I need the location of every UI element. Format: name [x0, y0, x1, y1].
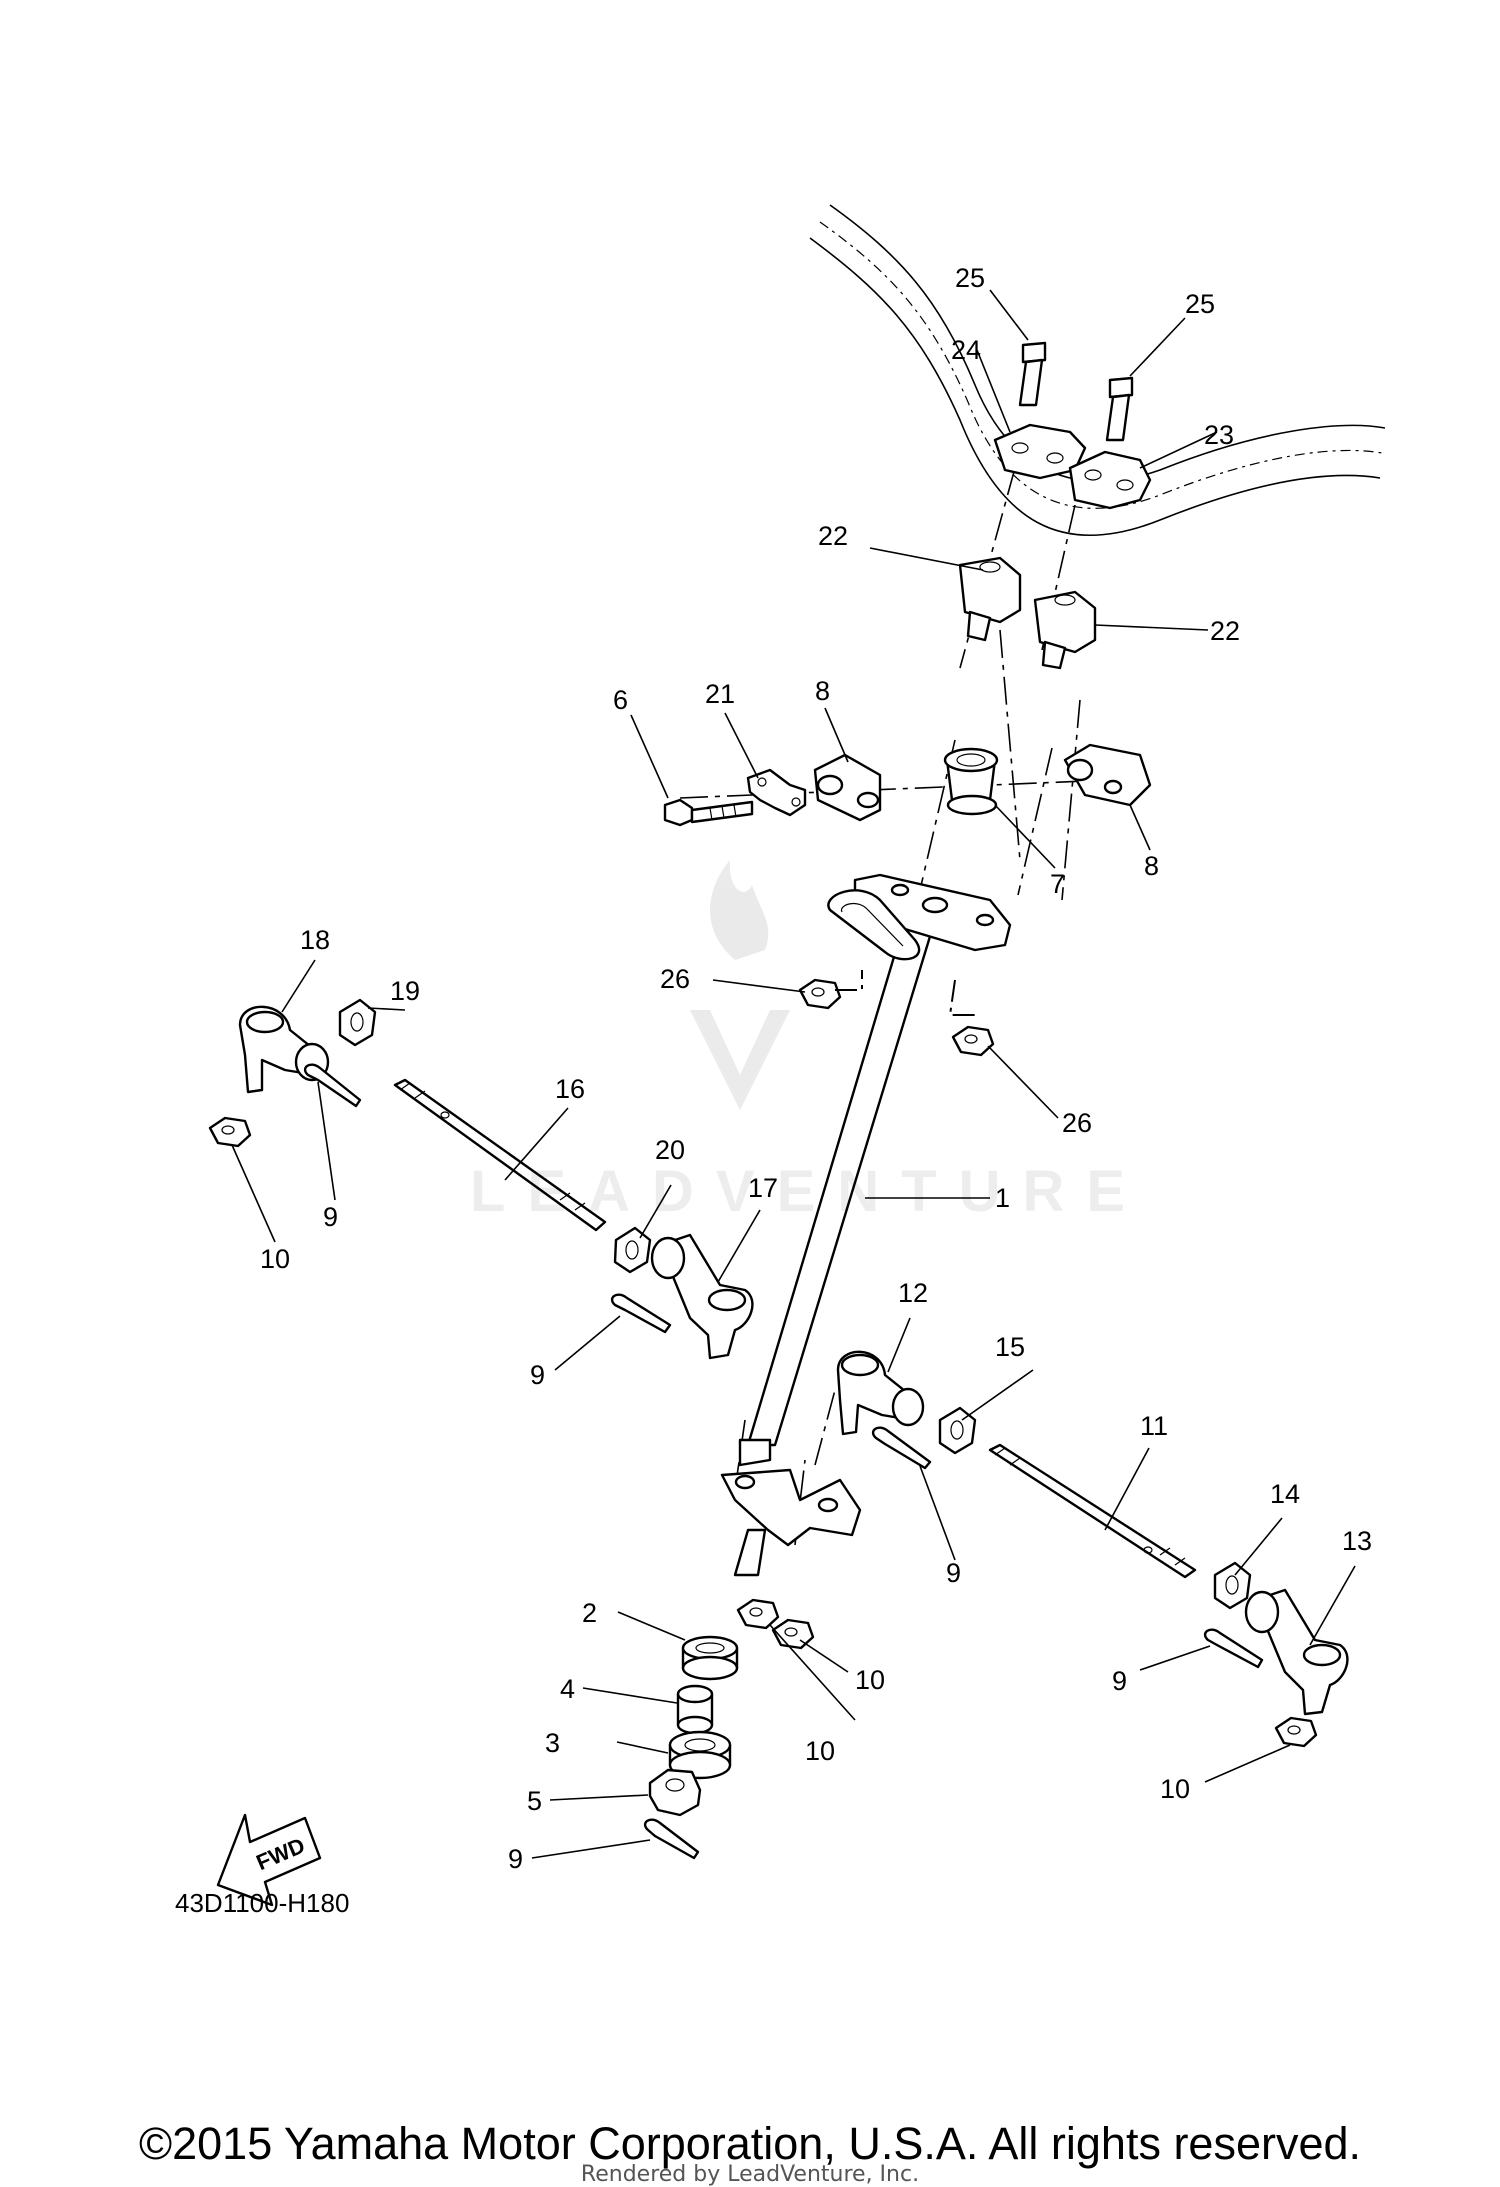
cotter-pin-9-mid [871, 1426, 932, 1470]
diagram-code: 43D1100-H180 [175, 1888, 349, 1918]
callout-5: 5 [527, 1786, 542, 1816]
nut-14 [1213, 1561, 1252, 1610]
callout-8-right: 8 [1144, 851, 1159, 881]
tie-rod-16 [393, 1078, 607, 1232]
callout-2: 2 [582, 1598, 597, 1628]
bushing-7 [943, 747, 999, 816]
cotter-pin-9-mid-left [610, 1293, 672, 1334]
tie-rod-end-17 [650, 1233, 754, 1360]
callout-22-left: 22 [818, 521, 848, 551]
callout-26-left: 26 [660, 964, 690, 994]
tie-rod-end-13 [1244, 1588, 1349, 1716]
callout-24: 24 [951, 335, 981, 365]
handlebar-holder-upper-24 [993, 423, 1087, 480]
nut-10-center-b [771, 1618, 815, 1650]
callout-15: 15 [995, 1332, 1025, 1362]
callout-9-right: 9 [1112, 1666, 1127, 1696]
nut-19 [338, 998, 377, 1047]
callout-9-left: 9 [323, 1202, 338, 1232]
callout-leader-lines [231, 289, 1356, 1859]
callout-13: 13 [1342, 1526, 1372, 1556]
nut-10-right [1274, 1716, 1318, 1748]
callout-20: 20 [655, 1135, 685, 1165]
callout-21: 21 [705, 679, 735, 709]
callout-9-bottom: 9 [508, 1844, 523, 1874]
steering-holder-left [813, 753, 882, 822]
callout-8-left: 8 [815, 676, 830, 706]
cotter-pin-9-right [1203, 1628, 1264, 1669]
fwd-arrow-icon: FWD [216, 1813, 322, 1907]
callout-23: 23 [1204, 420, 1234, 450]
tie-rod-end-18 [238, 1005, 330, 1094]
leadventure-flame-logo-icon [690, 860, 790, 1110]
tie-rod-11 [988, 1443, 1197, 1579]
callout-9-mid: 9 [946, 1558, 961, 1588]
lock-plate-21 [746, 768, 807, 817]
tie-rod-end-12 [836, 1350, 925, 1436]
callout-10-left: 10 [260, 1244, 290, 1274]
nut-20 [613, 1226, 652, 1274]
steering-shaft [720, 909, 938, 1577]
callout-17: 17 [748, 1173, 778, 1203]
callout-labels: 1 2 3 4 5 6 7 8 8 9 9 9 9 9 10 10 10 10 … [260, 263, 1372, 1874]
callout-10-right: 10 [1160, 1774, 1190, 1804]
nut-26-right [948, 979, 995, 1057]
callout-3: 3 [545, 1728, 560, 1758]
callout-14: 14 [1270, 1479, 1300, 1509]
handlebar-holder-upper-23 [1068, 450, 1152, 510]
callout-4: 4 [560, 1674, 575, 1704]
collar-4 [676, 1684, 714, 1735]
cotter-pin-9-bottom [643, 1818, 700, 1860]
callout-6: 6 [613, 685, 628, 715]
callout-9-mid-left: 9 [530, 1360, 545, 1390]
callout-7: 7 [1050, 869, 1065, 899]
watermark-brand-text: LEADVENTURE [470, 1159, 1148, 1224]
copyright-notice: ©2015 Yamaha Motor Corporation, U.S.A. A… [138, 2118, 1362, 2169]
callout-19: 19 [390, 976, 420, 1006]
callout-25-right: 25 [1185, 289, 1215, 319]
cotter-pin-9-left [303, 1063, 362, 1108]
nut-10-left [208, 1116, 252, 1148]
callout-26-right: 26 [1062, 1108, 1092, 1138]
callout-16: 16 [555, 1074, 585, 1104]
nut-26-left [798, 970, 863, 1010]
handlebar-holder-lower-right [1033, 590, 1097, 670]
callout-12: 12 [898, 1278, 928, 1308]
nut-5 [648, 1768, 702, 1817]
bolt-25-right [1105, 376, 1134, 442]
bolt-6 [663, 798, 754, 827]
callout-25-left: 25 [955, 263, 985, 293]
callout-10-center-a: 10 [805, 1736, 835, 1766]
rendered-by-notice: Rendered by LeadVenture, Inc. [580, 2162, 920, 2187]
callout-10-center-b: 10 [855, 1665, 885, 1695]
bolt-25-left [1018, 341, 1047, 407]
callout-11: 11 [1140, 1411, 1168, 1441]
callout-18: 18 [300, 925, 330, 955]
handlebar-holder-lower-left [958, 556, 1022, 642]
callout-22-right: 22 [1210, 616, 1240, 646]
nut-10-center-a [736, 1598, 780, 1630]
bearing-2 [681, 1635, 739, 1681]
nut-15 [938, 1406, 977, 1455]
steering-holder-right [1063, 743, 1152, 807]
callout-1: 1 [995, 1183, 1010, 1213]
upper-bracket-plate [827, 873, 1012, 961]
